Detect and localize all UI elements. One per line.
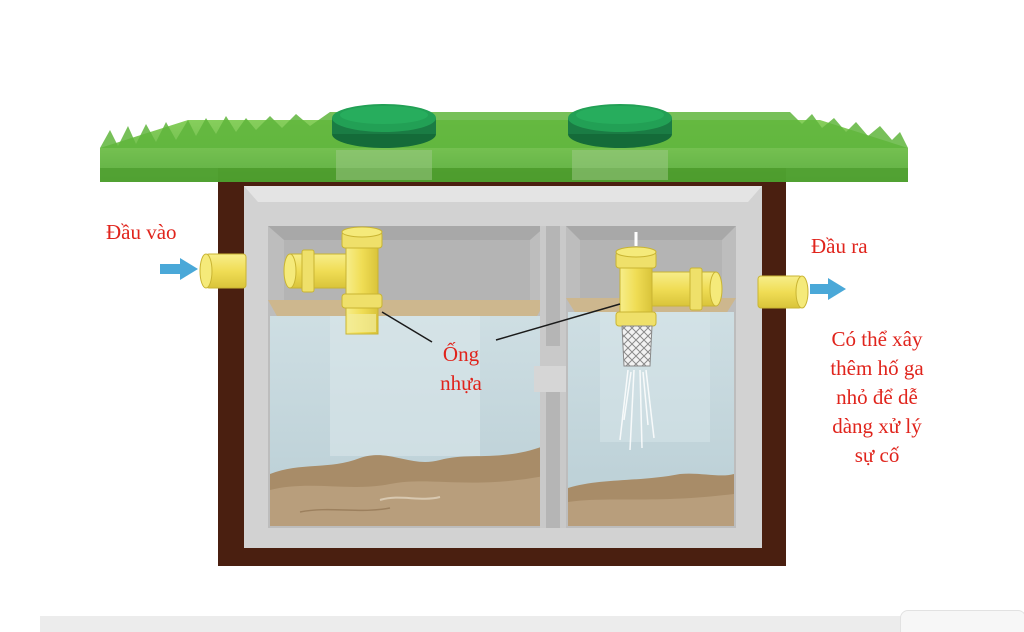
outlet-arrow-icon (810, 278, 846, 300)
inlet-label: Đầu vào (106, 220, 177, 244)
plastic-pipe-label-line: nhựa (440, 371, 482, 395)
outlet-label: Đầu ra (811, 234, 868, 258)
inlet-tee-fitting (283, 226, 383, 335)
outlet-tee-fitting (615, 246, 723, 327)
note-line: dàng xử lý (832, 414, 922, 438)
bottom-bar-tab (900, 610, 1024, 632)
manhole-note-label: Có thể xây thêm hố ga nhỏ để dễ dàng xử … (802, 325, 952, 470)
scum-layer-1 (268, 300, 546, 318)
manhole-lid-2 (568, 104, 672, 148)
manhole-lid-1 (332, 104, 436, 148)
water-spray (619, 369, 655, 451)
grass-layer (100, 112, 908, 182)
tank-top-slab (244, 186, 762, 202)
note-line: thêm hố ga (830, 356, 924, 380)
outlet-pipe (757, 275, 803, 309)
pointer-line-inlet-fitting (381, 311, 433, 343)
inlet-arrow-icon (160, 258, 198, 280)
note-line: nhỏ để dễ (836, 385, 918, 409)
bottom-bar (40, 616, 1024, 632)
pointer-line-outlet-fitting (495, 303, 621, 341)
plastic-pipe-label: Ống nhựa (426, 340, 496, 398)
note-line: Có thể xây (831, 327, 923, 351)
plastic-pipe-label-line: Ống (442, 342, 480, 366)
note-line: sự cố (854, 443, 900, 467)
